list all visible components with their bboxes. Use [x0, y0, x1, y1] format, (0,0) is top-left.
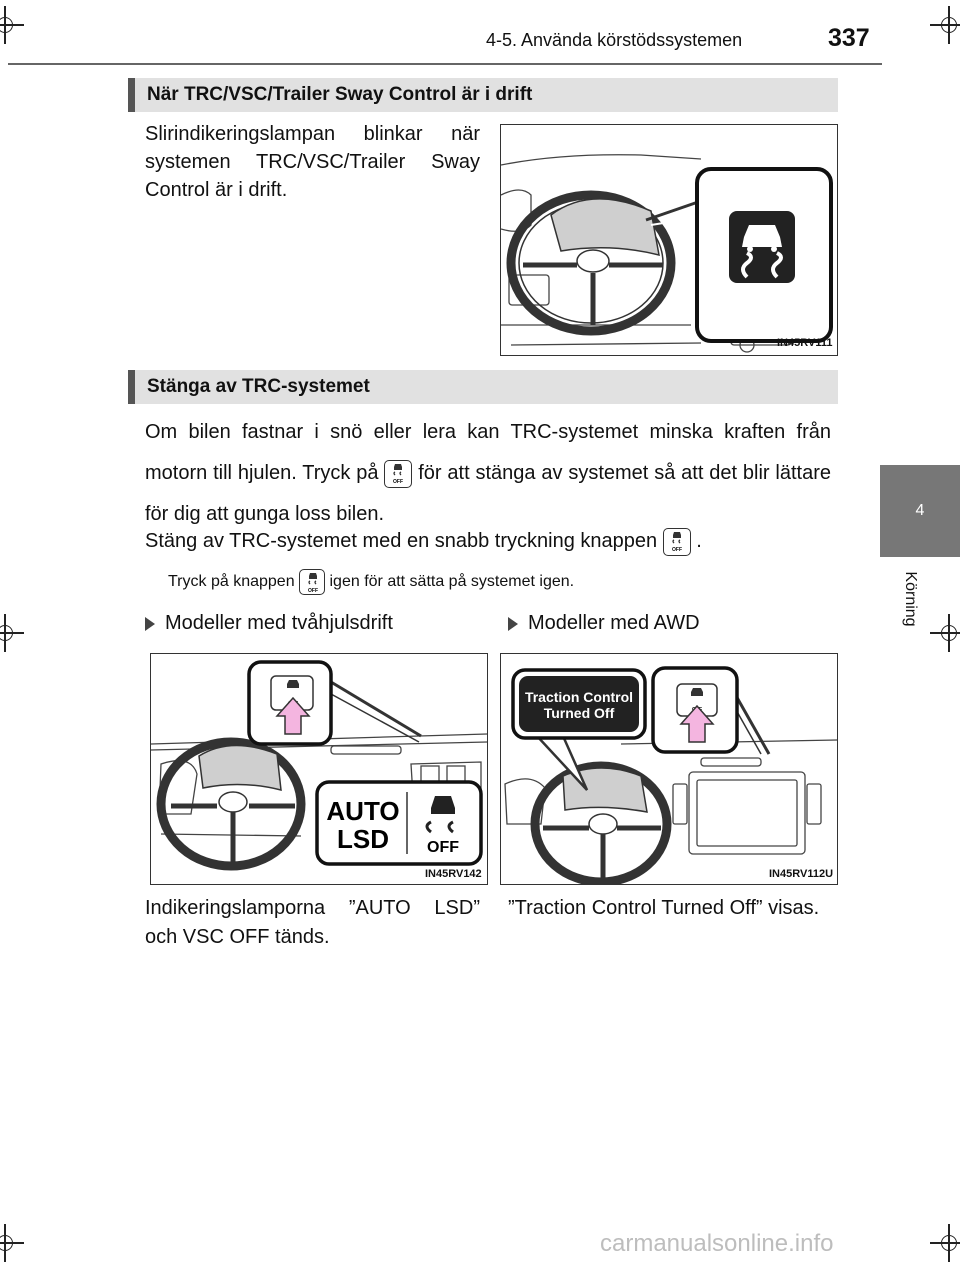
section2-paragraph-2: Stäng av TRC-systemet med en snabb tryck… [145, 523, 835, 559]
section2-paragraph-1: Om bilen fastnar i snö eller lera kan TR… [145, 421, 832, 525]
svg-text:OFF: OFF [393, 479, 403, 485]
traction-control-message [519, 676, 639, 732]
crop-mark-bottom-right [930, 1224, 960, 1262]
header-rule [8, 63, 882, 65]
svg-text:OFF: OFF [308, 588, 318, 594]
svg-text:Turned Off: Turned Off [544, 705, 615, 721]
slip-indicator-icon [729, 211, 795, 283]
model-heading-2wd: Modeller med tvåhjulsdrift [145, 610, 393, 637]
dashboard-illustration [501, 154, 833, 353]
press-arrow-icon [275, 696, 311, 735]
vsc-off-button-icon: OFF [662, 527, 691, 556]
svg-text:OFF: OFF [427, 839, 459, 856]
model-heading-awd: Modeller med AWD [508, 610, 700, 637]
press-arrow-icon [679, 704, 715, 743]
svg-text:AUTO: AUTO [326, 796, 399, 826]
crop-mark-top-left [0, 6, 24, 44]
watermark: carmanualsonline.info [600, 1230, 834, 1257]
vsc-off-indicator: OFF [425, 796, 459, 856]
section1-text: Slirindikeringslampan blinkar när system… [145, 123, 480, 201]
caption-awd: ”Traction Control Turned Off” visas. [508, 897, 820, 919]
crop-mark-top-right [930, 6, 960, 44]
auto-lsd-indicator: AUTO LSD [326, 796, 399, 854]
chapter-tab-label: Körning [902, 571, 919, 627]
page-number: 337 [828, 24, 870, 52]
section-heading-trc-active: När TRC/VSC/Trailer Sway Control är i dr… [128, 78, 838, 112]
chapter-section-title: 4-5. Använda körstödssystemen [486, 30, 743, 50]
bullet-triangle-icon [145, 616, 155, 631]
vsc-off-button-icon: OFF [299, 568, 326, 595]
svg-text:LSD: LSD [337, 824, 389, 854]
figure-code: IN45RV112U [769, 868, 834, 880]
section2-note: Tryck på knappen OFF igen för att sätta … [168, 568, 848, 595]
crop-mark-bottom-left [0, 1224, 24, 1262]
crop-mark-mid-left [0, 614, 24, 652]
crop-mark-mid-right [930, 614, 960, 652]
bullet-triangle-icon [508, 616, 518, 631]
svg-text:OFF: OFF [672, 547, 682, 553]
figure-slip-indicator: IN45RV111 [500, 124, 838, 356]
svg-text:Traction Control: Traction Control [525, 689, 633, 705]
figure-code: IN45RV111 [777, 337, 833, 349]
figure-2wd: OFF AUTO LSD OFF IN45RV142 [150, 653, 488, 885]
vsc-off-button-icon: OFF [384, 459, 413, 488]
chapter-tab: 4 [880, 465, 960, 557]
section-heading-turn-off-trc: Stänga av TRC-systemet [128, 370, 838, 404]
caption-2wd: Indikeringslamporna ”AUTO LSD” och VSC O… [145, 897, 480, 948]
figure-awd: Traction Control Turned Off OFF IN45RV11… [500, 653, 838, 885]
figure-code: IN45RV142 [425, 868, 482, 880]
